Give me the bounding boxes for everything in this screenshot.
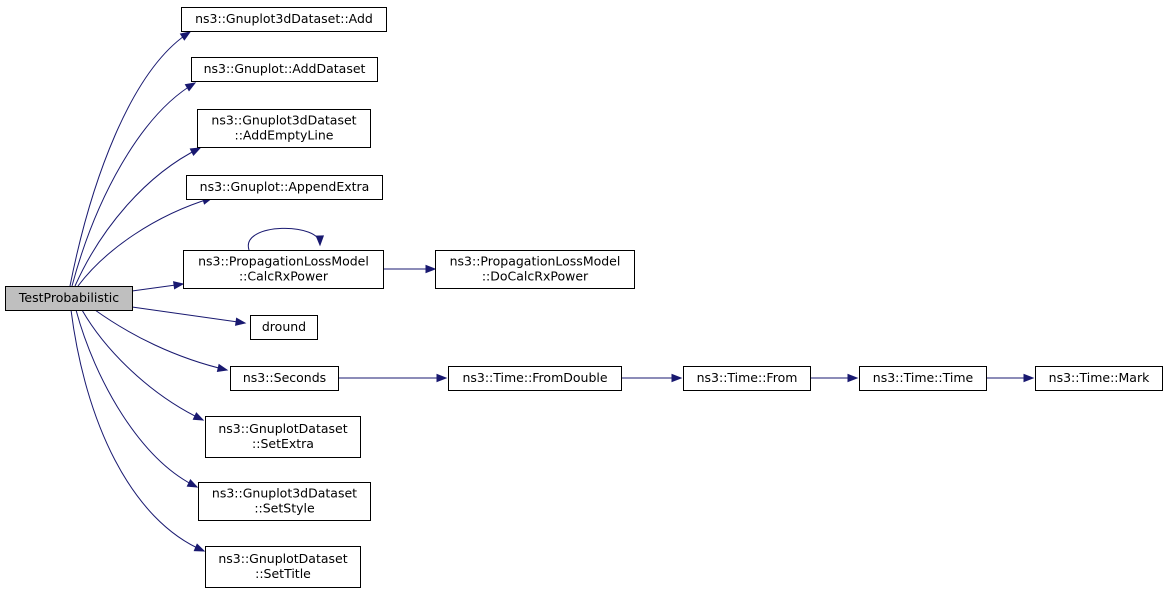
node-box[interactable] bbox=[181, 7, 387, 32]
node-box[interactable] bbox=[186, 175, 383, 200]
node-do-calc-rx-power[interactable]: ns3::PropagationLossModel::DoCalcRxPower bbox=[435, 250, 635, 289]
node-box[interactable] bbox=[250, 315, 318, 340]
edge-root-to-calc-rx-power-arrowhead bbox=[173, 281, 185, 290]
edge-time-from-to-time-time bbox=[810, 373, 859, 383]
node-box[interactable] bbox=[683, 366, 811, 391]
edge-root-to-set-extra-arrowhead bbox=[192, 412, 205, 421]
node-box[interactable] bbox=[435, 250, 635, 289]
node-label: ns3::PropagationLossModel bbox=[198, 254, 369, 269]
node-label: dround bbox=[262, 319, 306, 334]
node-box[interactable] bbox=[197, 109, 371, 148]
node-label: ns3::Seconds bbox=[243, 370, 326, 385]
edge-root-to-add-arrowhead bbox=[179, 31, 192, 41]
node-label: ::CalcRxPower bbox=[239, 269, 329, 284]
node-add[interactable]: ns3::Gnuplot3dDataset::Add bbox=[181, 7, 387, 32]
node-append-extra[interactable]: ns3::Gnuplot::AppendExtra bbox=[186, 175, 383, 200]
edge-root-to-seconds-line bbox=[94, 309, 228, 371]
node-label: ns3::Time::FromDouble bbox=[462, 370, 607, 385]
edge-calc-rx-power-to-calc-rx-power bbox=[248, 227, 325, 251]
node-label: ns3::PropagationLossModel bbox=[450, 254, 621, 269]
node-add-dataset[interactable]: ns3::Gnuplot::AddDataset bbox=[191, 57, 378, 82]
node-box[interactable] bbox=[230, 366, 339, 391]
node-box[interactable] bbox=[205, 546, 361, 588]
node-seconds[interactable]: ns3::Seconds bbox=[230, 366, 339, 391]
edge-root-to-set-style-line bbox=[75, 309, 198, 488]
edge-root-to-add-empty-line-line bbox=[74, 147, 201, 287]
node-label: ::AddEmptyLine bbox=[235, 128, 334, 143]
node-box[interactable] bbox=[5, 286, 133, 311]
edge-seconds-to-from-double bbox=[338, 373, 448, 383]
node-set-title[interactable]: ns3::GnuplotDataset::SetTitle bbox=[205, 546, 361, 588]
node-label: ns3::GnuplotDataset bbox=[218, 421, 347, 436]
edge-root-to-dround bbox=[131, 306, 247, 326]
node-box[interactable] bbox=[183, 250, 384, 289]
node-label: ns3::Gnuplot3dDataset bbox=[212, 486, 357, 501]
edge-root-to-set-title bbox=[70, 309, 206, 552]
node-box[interactable] bbox=[191, 57, 378, 82]
edge-time-time-to-time-mark bbox=[986, 373, 1035, 383]
edge-time-from-to-time-time-arrowhead bbox=[847, 373, 859, 383]
node-label: TestProbabilistic bbox=[18, 290, 119, 305]
edge-root-to-seconds-arrowhead bbox=[216, 363, 229, 372]
edge-root-to-set-style-arrowhead bbox=[186, 479, 199, 488]
node-root[interactable]: TestProbabilistic bbox=[5, 286, 133, 311]
node-from-double[interactable]: ns3::Time::FromDouble bbox=[448, 366, 622, 391]
edge-root-to-add-dataset-arrowhead bbox=[184, 82, 197, 92]
node-set-extra[interactable]: ns3::GnuplotDataset::SetExtra bbox=[205, 416, 361, 458]
edge-root-to-add-empty-line bbox=[74, 147, 202, 287]
node-label: ns3::Gnuplot3dDataset bbox=[211, 113, 356, 128]
edge-root-to-add-line bbox=[69, 31, 191, 287]
node-label: ::SetExtra bbox=[252, 436, 314, 451]
node-label: ns3::Gnuplot::AppendExtra bbox=[200, 179, 370, 194]
node-box[interactable] bbox=[1035, 366, 1163, 391]
edge-root-to-add-empty-line-arrowhead bbox=[189, 147, 202, 157]
node-label: ns3::GnuplotDataset bbox=[218, 551, 347, 566]
edge-root-to-add-dataset bbox=[71, 82, 197, 287]
edge-root-to-set-extra bbox=[81, 309, 205, 421]
edge-root-to-add-dataset-line bbox=[71, 82, 196, 287]
node-add-empty-line[interactable]: ns3::Gnuplot3dDataset::AddEmptyLine bbox=[197, 109, 371, 148]
node-label: ::SetStyle bbox=[254, 501, 315, 516]
edge-seconds-to-from-double-arrowhead bbox=[436, 373, 448, 383]
node-set-style[interactable]: ns3::Gnuplot3dDataset::SetStyle bbox=[198, 482, 371, 521]
edge-root-to-seconds bbox=[94, 309, 229, 372]
node-label: ns3::Gnuplot3dDataset::Add bbox=[195, 11, 373, 26]
edge-root-to-set-title-line bbox=[70, 309, 205, 552]
edge-calc-rx-power-to-do-calc-rx-power bbox=[383, 264, 437, 274]
edge-root-to-calc-rx-power bbox=[131, 281, 185, 292]
edge-from-double-to-time-from bbox=[621, 373, 683, 383]
node-time-time[interactable]: ns3::Time::Time bbox=[859, 366, 987, 391]
node-time-mark[interactable]: ns3::Time::Mark bbox=[1035, 366, 1163, 391]
node-dround[interactable]: dround bbox=[250, 315, 318, 340]
node-label: ::SetTitle bbox=[255, 566, 311, 581]
edge-from-double-to-time-from-arrowhead bbox=[671, 373, 683, 383]
node-label: ns3::Gnuplot::AddDataset bbox=[204, 61, 366, 76]
node-label: ::DoCalcRxPower bbox=[482, 269, 589, 284]
node-box[interactable] bbox=[859, 366, 987, 391]
edge-root-to-append-extra-line bbox=[77, 197, 213, 287]
edge-root-to-dround-line bbox=[131, 306, 246, 324]
edge-root-to-add bbox=[69, 31, 192, 287]
node-label: ns3::Time::Time bbox=[873, 370, 974, 385]
edge-root-to-dround-arrowhead bbox=[235, 317, 247, 326]
edge-root-to-set-extra-line bbox=[81, 309, 204, 421]
edge-calc-rx-power-to-calc-rx-power-arrowhead bbox=[315, 235, 325, 247]
node-box[interactable] bbox=[448, 366, 622, 391]
node-label: ns3::Time::From bbox=[697, 370, 798, 385]
edge-time-time-to-time-mark-arrowhead bbox=[1023, 373, 1035, 383]
node-time-from[interactable]: ns3::Time::From bbox=[683, 366, 811, 391]
node-label: ns3::Time::Mark bbox=[1049, 370, 1150, 385]
edge-root-to-set-title-arrowhead bbox=[193, 543, 206, 552]
edge-root-to-set-style bbox=[75, 309, 199, 488]
node-box[interactable] bbox=[198, 482, 371, 521]
nodes: TestProbabilisticns3::Gnuplot3dDataset::… bbox=[5, 7, 1163, 588]
node-calc-rx-power[interactable]: ns3::PropagationLossModel::CalcRxPower bbox=[183, 250, 384, 289]
edge-calc-rx-power-to-do-calc-rx-power-arrowhead bbox=[425, 264, 437, 274]
edge-calc-rx-power-to-calc-rx-power-line bbox=[248, 227, 321, 251]
node-box[interactable] bbox=[205, 416, 361, 458]
